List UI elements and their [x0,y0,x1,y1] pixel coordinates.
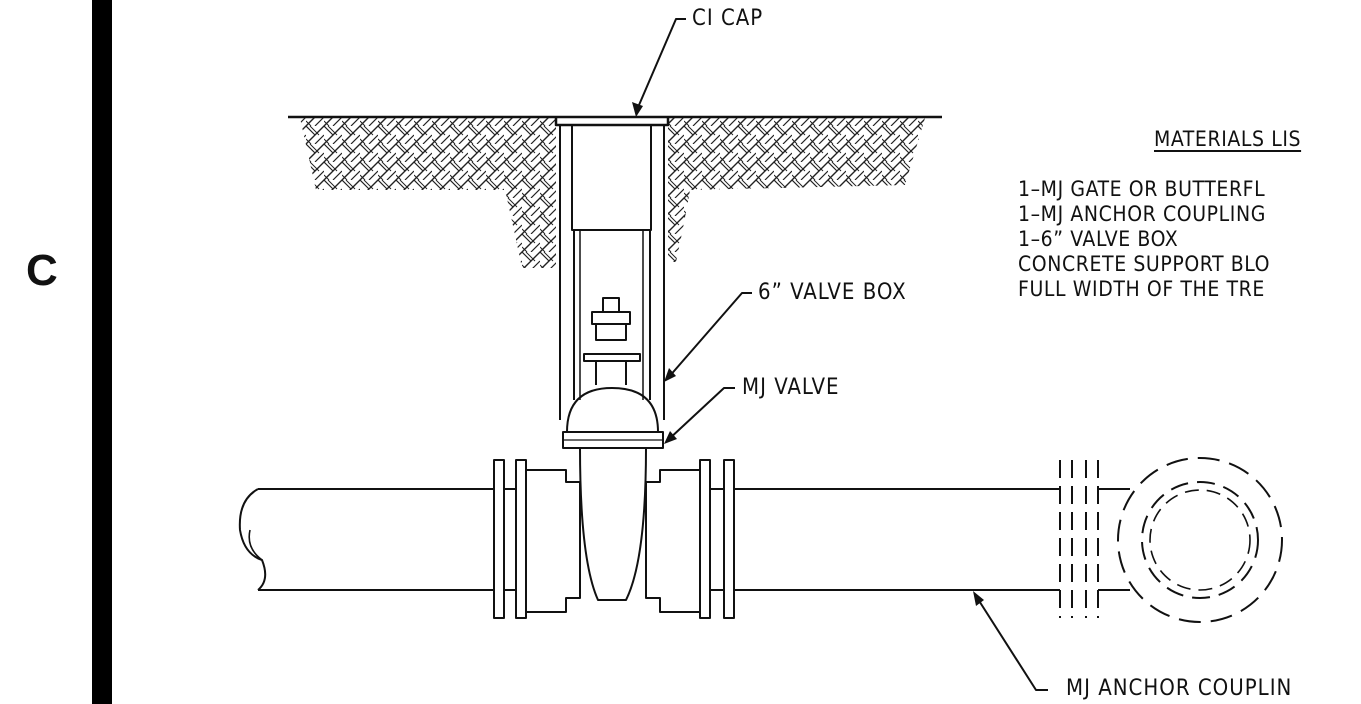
leader-ci-cap [635,18,686,113]
pipe-right [734,488,1060,591]
valve-box-upper [559,125,665,276]
pipe-break-left [238,488,267,591]
label-mj-valve: MJ VALVE [742,375,840,400]
anchor-coupling-flanges [1059,460,1130,618]
ci-cap [554,118,670,127]
materials-item: FULL WIDTH OF THE TRE [1018,277,1265,301]
label-valve-box: 6” VALVE BOX [758,280,907,305]
leader-mj-anchor [975,595,1048,691]
flange-left-outer [493,459,505,619]
label-mj-anchor-coupling: MJ ANCHOR COUPLIN [1066,676,1293,701]
pipe-left [258,488,494,591]
operating-nut [602,297,620,313]
pipe-end-outer-circle [1117,457,1283,623]
sheet-border-bar [92,0,112,704]
materials-list-title: MATERIALS LIS [1154,127,1302,151]
flange-right-outer [699,459,711,619]
leader-valve-box [667,292,752,379]
bell-right [645,469,701,613]
bell-left [525,469,581,613]
soil-hatch-left [300,118,556,268]
materials-item: 1–MJ GATE OR BUTTERFL [1018,177,1266,201]
materials-item: 1–MJ ANCHOR COUPLING [1018,202,1266,226]
label-ci-cap: CI CAP [692,6,764,31]
valve-body-dome [566,387,659,433]
valve-gate [579,447,647,601]
soil-hatch-right [668,118,925,262]
materials-item: 1–6” VALVE BOX [1018,227,1179,251]
leader-mj-valve [667,387,735,441]
materials-item: CONCRETE SUPPORT BLO [1018,252,1271,276]
pipe-end-inner-circle [1141,481,1259,599]
valve-box-lower [559,276,665,420]
grid-reference-letter: C [26,246,58,295]
